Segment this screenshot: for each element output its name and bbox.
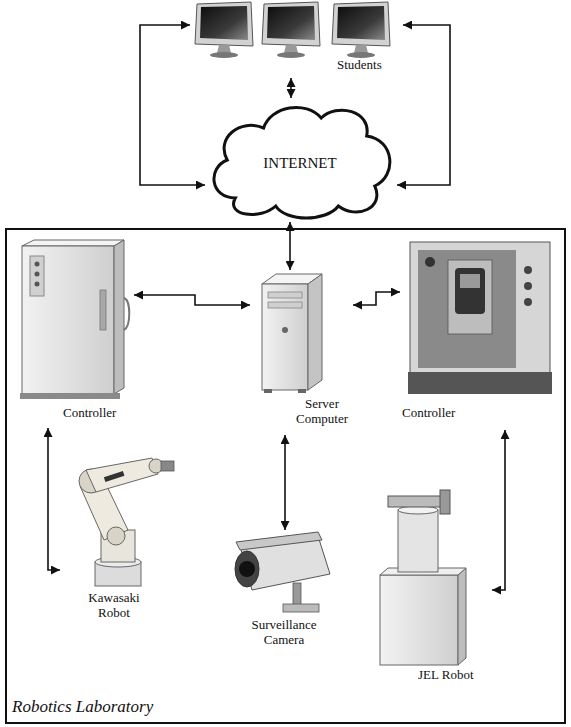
robot-column <box>380 490 466 665</box>
camera-icon <box>235 532 330 612</box>
camera-unit: Surveillance Camera <box>225 530 340 655</box>
server-tower <box>262 274 322 393</box>
controller-cabinet <box>20 240 129 399</box>
controller-cabinet <box>408 242 552 394</box>
laboratory-frame: Robotics Laboratory Controller Server Comp… <box>5 228 566 724</box>
connector-arrow <box>397 25 450 185</box>
device-label: Students <box>337 58 401 73</box>
connector-arrow <box>284 435 286 530</box>
device-label: Surveillance Camera <box>238 618 330 648</box>
robot-unit: JEL Robot <box>370 488 492 688</box>
connector-arrow <box>353 292 400 305</box>
device-label: JEL Robot <box>418 668 490 683</box>
monitor-icon <box>195 2 253 58</box>
device-label: Controller <box>402 406 470 421</box>
student-group: Students <box>190 2 403 78</box>
connector-arrow <box>48 428 60 570</box>
device-label: Kawasaki Robot <box>82 591 146 621</box>
monitor-icon <box>332 2 390 58</box>
monitor-icon <box>262 2 320 58</box>
server-unit: Server Computer <box>250 270 353 435</box>
controller-unit: Controller <box>400 238 558 430</box>
connector-arrow <box>134 295 250 305</box>
internet-cloud: INTERNET <box>205 98 397 222</box>
connector-arrow <box>140 25 205 185</box>
network-label: INTERNET <box>205 155 395 172</box>
controller-unit: Controller <box>12 238 134 428</box>
robot-unit: Kawasaki Robot <box>60 455 178 630</box>
connector-arrow <box>492 430 505 590</box>
connector-arrow <box>290 78 292 98</box>
robot-arm <box>79 458 174 586</box>
area-label: Robotics Laboratory <box>12 697 232 717</box>
device-label: Controller <box>63 406 131 421</box>
device-label: Server Computer <box>293 397 351 427</box>
